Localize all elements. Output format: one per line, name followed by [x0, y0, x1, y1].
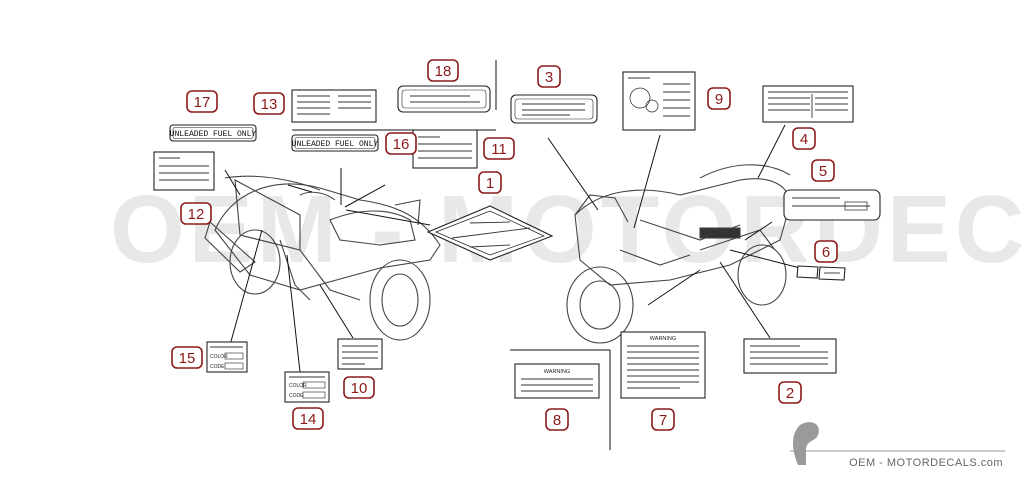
- callout-17: 17: [186, 90, 218, 113]
- callout-4-number: 4: [800, 131, 808, 148]
- label-11: [412, 129, 478, 169]
- callout-5: 5: [811, 159, 835, 182]
- label-8: WARNING: [514, 363, 600, 399]
- callout-2-number: 2: [786, 385, 794, 402]
- callout-17-number: 17: [194, 94, 211, 111]
- label-16-unleaded: UNLEADED FUEL ONLY: [291, 134, 379, 152]
- left-motorcycle: [204, 175, 441, 341]
- label-7: WARNING: [620, 331, 706, 399]
- callout-14: 14: [292, 407, 324, 430]
- label-9: [622, 71, 696, 131]
- callout-11-number: 11: [491, 141, 507, 158]
- callout-6: 6: [814, 240, 838, 263]
- helmet-logo-icon: [793, 422, 819, 465]
- callout-10: 10: [343, 376, 375, 399]
- label-5: [783, 189, 881, 221]
- callout-15: 15: [171, 346, 203, 369]
- callout-8: 8: [545, 408, 569, 431]
- callout-14-number: 14: [300, 411, 317, 428]
- callout-7: 7: [651, 408, 675, 431]
- callout-7-number: 7: [659, 412, 667, 429]
- label-3: [510, 94, 598, 124]
- label-10: [337, 338, 383, 370]
- callout-3: 3: [537, 65, 561, 88]
- callout-12-number: 12: [188, 206, 205, 223]
- label-6: [796, 265, 846, 281]
- callout-1-number: 1: [486, 175, 494, 192]
- callout-13: 13: [253, 92, 285, 115]
- callout-16: 16: [385, 132, 417, 155]
- unleaded-16-text: UNLEADED FUEL ONLY: [292, 140, 379, 149]
- callout-11: 11: [483, 137, 515, 160]
- warning-7-text: WARNING: [650, 336, 676, 342]
- label-15: COLOR CODE: [206, 341, 248, 373]
- callout-1: 1: [478, 171, 502, 194]
- callout-8-number: 8: [553, 412, 561, 429]
- brand-footer: OEM - MOTORDECALS.com: [790, 422, 1005, 469]
- callout-10-number: 10: [351, 380, 368, 397]
- callout-18: 18: [427, 59, 459, 82]
- label-1-diamond: [426, 205, 554, 261]
- unleaded-17-text: UNLEADED FUEL ONLY: [170, 130, 257, 139]
- callout-5-number: 5: [819, 163, 827, 180]
- brand-text: OEM - MOTORDECALS.com: [849, 457, 1003, 469]
- code-15-text: CODE: [210, 364, 225, 370]
- callout-3-number: 3: [545, 69, 553, 86]
- callout-13-number: 13: [261, 96, 278, 113]
- label-4: [762, 85, 854, 123]
- code-14-text: CODE: [289, 393, 304, 399]
- callout-16-number: 16: [393, 136, 410, 153]
- callout-9-number: 9: [715, 91, 723, 108]
- callout-15-number: 15: [179, 350, 196, 367]
- callout-9: 9: [707, 87, 731, 110]
- callout-4: 4: [792, 127, 816, 150]
- label-14: COLOR CODE: [284, 371, 330, 403]
- color-15-text: COLOR: [210, 354, 228, 360]
- warning-8-text: WARNING: [544, 369, 570, 375]
- callout-6-number: 6: [822, 244, 830, 261]
- color-14-text: COLOR: [289, 383, 307, 389]
- callout-12: 12: [180, 202, 212, 225]
- label-18: [397, 85, 491, 113]
- label-12: [153, 151, 215, 191]
- callout-18-number: 18: [435, 63, 452, 80]
- label-13: [291, 89, 377, 123]
- label-2: [743, 338, 837, 374]
- label-17-unleaded: UNLEADED FUEL ONLY: [169, 124, 257, 142]
- callout-2: 2: [778, 381, 802, 404]
